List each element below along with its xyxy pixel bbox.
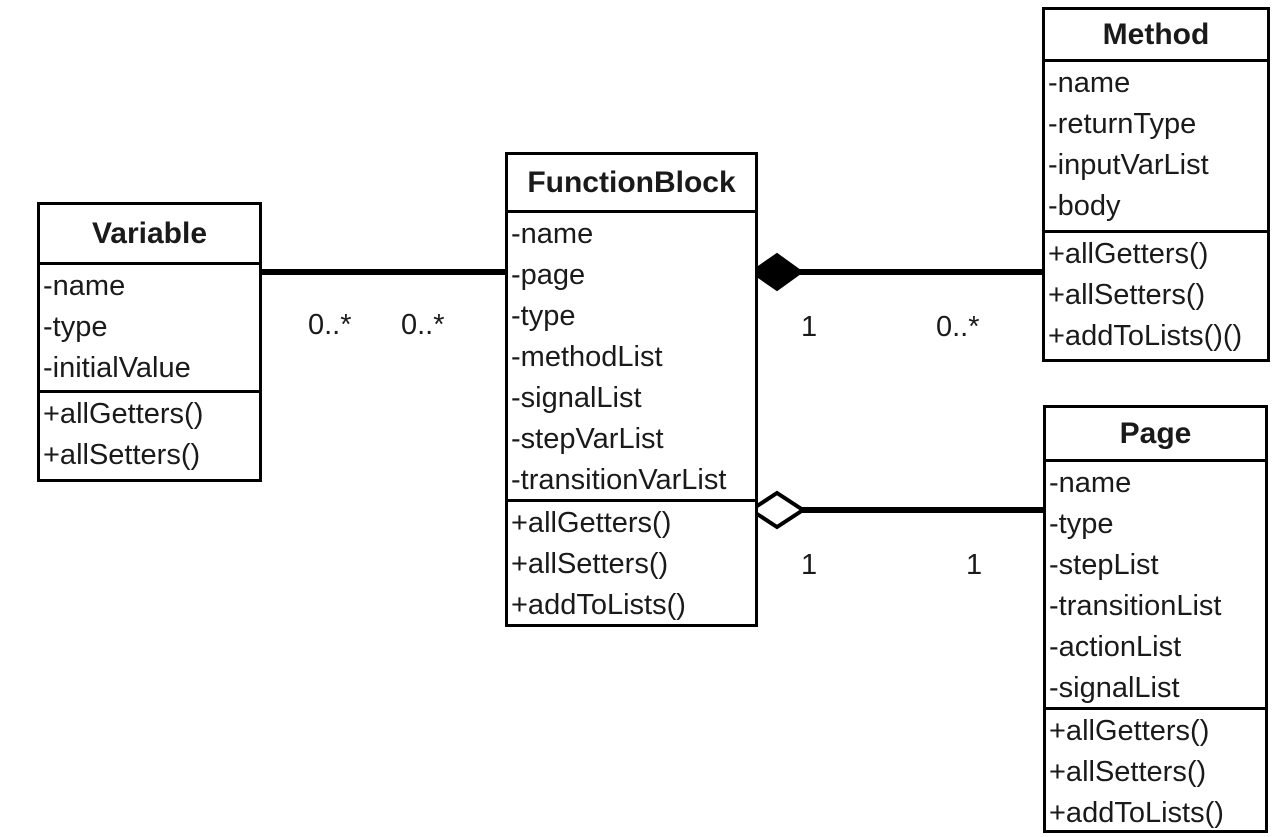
member-row: -inputVarList	[1048, 149, 1209, 181]
member-row: +allGetters()	[1048, 238, 1209, 270]
member-row: +addToLists()	[511, 589, 686, 621]
class-title-functionblock: FunctionBlock	[508, 155, 755, 213]
member-row: -name	[1049, 467, 1132, 499]
member-row: -name	[511, 218, 594, 250]
class-methods-functionblock: +allGetters() +allSetters() +addToLists()	[508, 502, 755, 624]
class-box-page: Page -name-type-stepList-transitionList-…	[1043, 405, 1268, 833]
aggregation-diamond-icon	[747, 490, 807, 530]
member-row: +addToLists()	[1049, 797, 1224, 829]
member-row: -type	[1049, 508, 1114, 540]
member-row: +addToLists()()	[1048, 320, 1243, 352]
class-title-page: Page	[1046, 408, 1265, 462]
member-row: -returnType	[1048, 108, 1197, 140]
multiplicity-label-functionblock-side-composition: 1	[801, 311, 818, 343]
class-title-method: Method	[1045, 10, 1267, 62]
member-row: -stepVarList	[511, 423, 664, 455]
member-row: +allGetters()	[1049, 715, 1210, 747]
member-row: -methodList	[511, 341, 663, 373]
member-row: -stepList	[1049, 549, 1159, 581]
class-box-method: Method -name -returnType -inputVarList -bod…	[1042, 7, 1270, 362]
composition-diamond-icon	[749, 252, 804, 292]
class-methods-page: +allGetters() +allSetters() +addToLists()	[1046, 710, 1265, 830]
member-row: +allSetters()	[511, 548, 669, 580]
multiplicity-label-functionblock-side-association: 0..*	[401, 309, 445, 341]
member-row: -transitionVarList	[511, 464, 727, 496]
class-attributes-functionblock: -name -page -type -methodList -signalList -st…	[508, 213, 755, 502]
multiplicity-label-functionblock-side-aggregation: 1	[801, 549, 818, 581]
member-row: -actionList	[1049, 631, 1182, 663]
multiplicity-label-variable-side: 0..*	[308, 309, 352, 341]
member-row: -signalList	[1049, 672, 1180, 704]
member-row: -page	[511, 259, 586, 291]
class-box-functionblock: FunctionBlock -name -page -type -methodList…	[505, 152, 758, 627]
class-box-variable: Variable -name -type -initialValue +allGet…	[37, 202, 262, 482]
class-attributes-variable: -name -type -initialValue	[40, 265, 259, 393]
class-attributes-page: -name -type -stepList -transitionList -actio…	[1046, 462, 1265, 710]
member-row: +allSetters()	[1048, 279, 1206, 311]
class-attributes-method: -name -returnType -inputVarList -body	[1045, 62, 1267, 233]
member-row: -transitionList	[1049, 590, 1222, 622]
member-row: +allSetters()	[43, 439, 201, 471]
member-row: -initialValue	[43, 352, 191, 384]
multiplicity-label-method-side: 0..*	[936, 311, 980, 343]
member-row: -name	[1048, 67, 1131, 99]
member-row: +allGetters()	[511, 507, 672, 539]
multiplicity-label-page-side: 1	[966, 549, 983, 581]
member-row: -name	[43, 270, 126, 302]
member-row: -body	[1048, 190, 1121, 222]
member-row: -type	[43, 311, 108, 343]
member-row: -signalList	[511, 382, 642, 414]
member-row: -type	[511, 300, 576, 332]
member-row: +allGetters()	[43, 398, 204, 430]
class-methods-variable: +allGetters() +allSetters()	[40, 393, 259, 479]
class-title-variable: Variable	[40, 205, 259, 265]
class-methods-method: +allGetters() +allSetters() +addToLists()(…	[1045, 233, 1267, 359]
member-row: +allSetters()	[1049, 756, 1207, 788]
